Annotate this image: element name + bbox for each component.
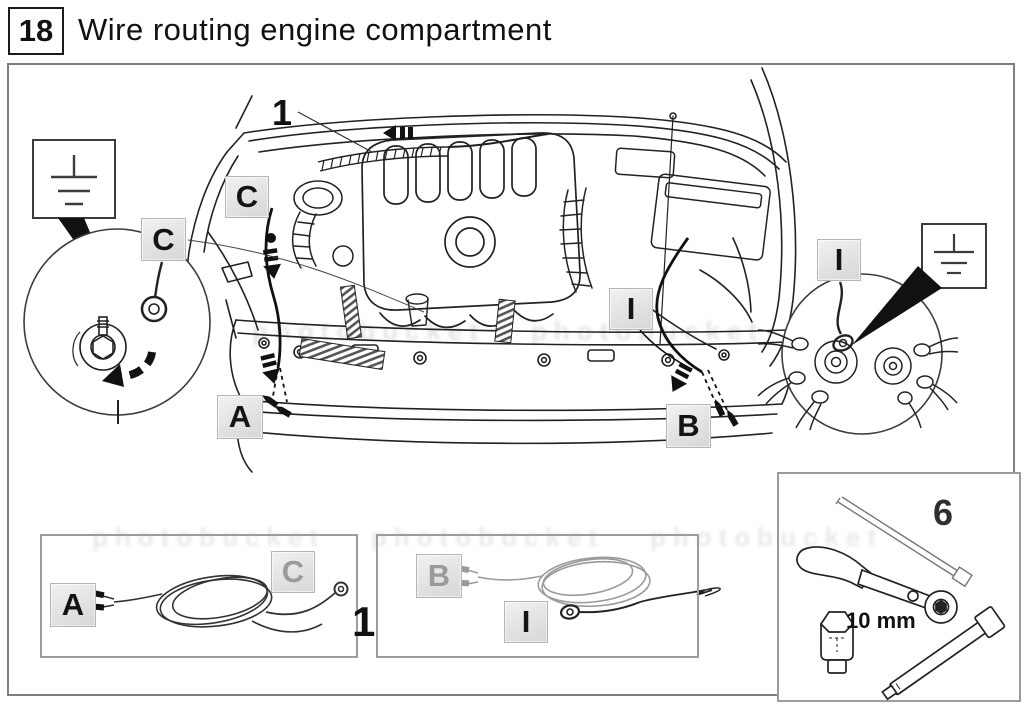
- kit-marker-c-grayed: C: [271, 551, 315, 593]
- ratchet-drawing: [796, 546, 958, 624]
- wire-b-routing: [639, 237, 729, 413]
- ground-symbol-box-right: [921, 223, 987, 289]
- socket-size-label: 10 mm: [846, 608, 916, 633]
- kit-marker-b-grayed: B: [416, 554, 462, 598]
- step-number: 18: [18, 13, 54, 48]
- cable-tie-quantity: 6: [933, 492, 954, 533]
- kit-box-1: [40, 534, 358, 658]
- down-arrow-with-bars-icon-a: [260, 353, 280, 384]
- kit-marker-a: A: [50, 583, 96, 627]
- ground-symbol-icon: [934, 234, 974, 275]
- connector-pin-icons-b: [714, 399, 739, 427]
- ground-lead-i: [559, 587, 721, 620]
- marker-c-inset: C: [141, 218, 186, 261]
- socket-drawing: [819, 611, 855, 674]
- kit-box-2: [376, 534, 699, 658]
- marker-a-engine: A: [217, 395, 263, 439]
- ground-symbol-icon: [51, 155, 97, 206]
- connector-pin-icons-a: [262, 395, 292, 418]
- content-border: [7, 63, 1015, 696]
- engine-cover: [361, 132, 581, 329]
- air-intake: [291, 147, 771, 293]
- kit-marker-i: I: [504, 601, 548, 643]
- extension-bar-drawing: [881, 606, 1006, 701]
- hatched-patches: [298, 284, 516, 371]
- dashed-rotation-arrow-icon: [102, 351, 156, 387]
- kit-item-number: 1: [352, 598, 376, 645]
- callout-1-leader: [297, 111, 373, 153]
- marker-c-upper: C: [225, 176, 269, 218]
- page-title: Wire routing engine compartment: [78, 12, 552, 47]
- down-arrow-with-bars-icon-c: [262, 248, 282, 279]
- wire-1-conduit: [317, 133, 549, 172]
- ground-symbol-box-left: [32, 139, 116, 219]
- marker-i-engine: I: [609, 288, 653, 330]
- callout-1: 1: [272, 92, 293, 133]
- down-arrow-with-bars-icon-b: [671, 362, 693, 392]
- step-number-box: 18: [8, 7, 64, 55]
- marker-i-inset: I: [817, 239, 861, 281]
- marker-b-engine: B: [666, 404, 711, 448]
- cable-tie-drawing: [835, 496, 973, 588]
- left-arrow-with-bars-icon: [383, 125, 413, 141]
- wire-c-routing: [264, 207, 288, 403]
- tools-box: [777, 472, 1021, 702]
- pointer-wedge-right: [852, 266, 942, 345]
- inset-circle-right: [757, 273, 959, 435]
- c-inset-leader: [187, 239, 425, 313]
- inset-circle-left: [23, 228, 211, 424]
